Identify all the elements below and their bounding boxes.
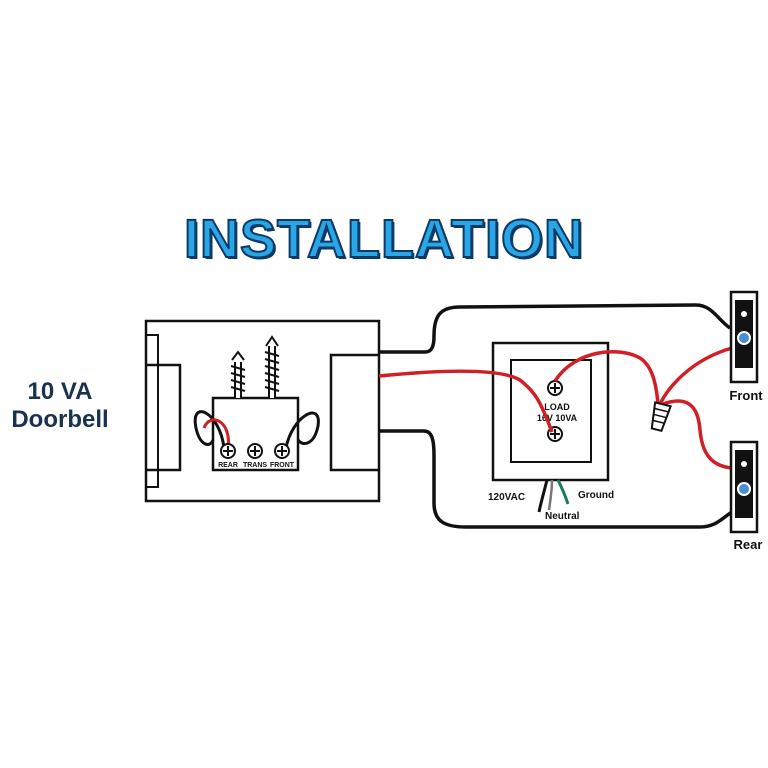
mains-lead-hot [537, 479, 549, 513]
chime-plunger-left [230, 350, 246, 398]
transformer-load-label: LOAD [544, 402, 570, 412]
rear-button-led-icon [741, 461, 747, 467]
rear-button-press-icon [739, 484, 749, 494]
wire-black-front [379, 303, 732, 354]
wire-red-rear [662, 399, 733, 470]
page-title: INSTALLATION [183, 208, 584, 270]
label-ground: Ground [578, 490, 614, 501]
doorbell-label-line2: Doorbell [11, 406, 109, 433]
terminal-screw-front [274, 443, 290, 459]
terminal-screw-rear [220, 443, 236, 459]
terminal-label-trans: TRANS [243, 462, 267, 469]
doorbell-label-line1: 10 VA [27, 378, 93, 405]
wire-black-rear [379, 429, 733, 529]
transformer-rating-label: 16V 10VA [537, 413, 578, 423]
wire-nut-icon [650, 401, 672, 432]
transformer-inner-plate [510, 359, 592, 463]
front-button-press-icon [739, 333, 749, 343]
chime-coil-wire-right [284, 411, 320, 449]
chime-right-slot [329, 353, 379, 472]
doorbell-label: 10 VA Doorbell [2, 378, 118, 434]
front-button-label: Front [729, 388, 763, 403]
mains-lead-ground [556, 479, 570, 505]
chime-housing-bevel-left [146, 334, 159, 488]
mains-lead-neutral [547, 479, 554, 511]
doorbell-chime: REAR TRANS FRONT [144, 319, 381, 503]
rear-pushbutton: Rear [729, 440, 763, 552]
terminal-label-front: FRONT [270, 462, 295, 469]
wire-red-front [658, 346, 733, 405]
wire-red-to-nut [553, 350, 660, 405]
front-button-led-icon [741, 311, 747, 317]
terminal-label-rear: REAR [218, 462, 238, 469]
rear-button-label: Rear [734, 537, 763, 552]
field-wiring [378, 303, 733, 529]
label-120vac: 120VAC [488, 492, 525, 503]
chime-coil-wire-left [193, 410, 226, 449]
label-neutral: Neutral [545, 511, 580, 522]
front-pushbutton: Front [729, 290, 763, 403]
wire-red-transformer [378, 369, 554, 433]
terminal-screw-trans [247, 443, 263, 459]
chime-left-slot [146, 363, 182, 472]
transformer: LOAD 16V 10VA 120VAC Neutral Ground [488, 341, 614, 522]
chime-terminal-block [211, 396, 300, 472]
chime-red-jumper [202, 418, 230, 450]
transformer-screw-top [547, 380, 563, 396]
chime-plunger-right [264, 335, 280, 398]
